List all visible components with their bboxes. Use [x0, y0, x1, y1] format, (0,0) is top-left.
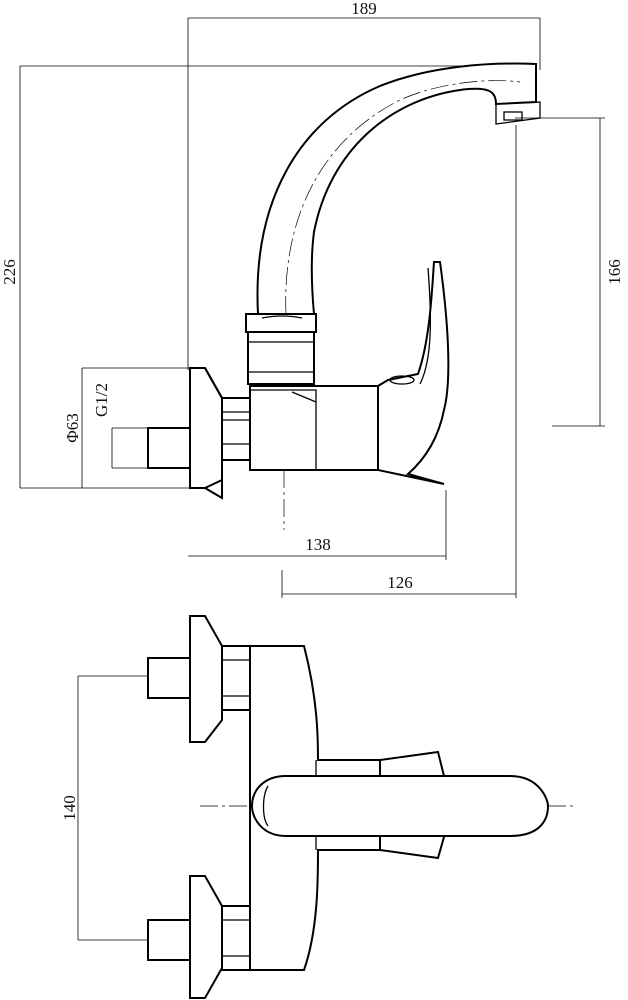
dimension-body-length: 138	[188, 490, 447, 560]
dim-label-226: 226	[0, 259, 19, 285]
top-lower-inlet	[147, 875, 251, 999]
dim-label-140: 140	[60, 795, 79, 821]
top-lever	[250, 775, 550, 837]
dimension-inlet-spacing: 140	[60, 675, 160, 941]
dim-label-g12: G1/2	[92, 383, 111, 417]
side-wall-flange	[189, 367, 223, 500]
side-spout	[256, 62, 541, 315]
side-lever-handle	[377, 261, 450, 485]
side-valve-body	[249, 385, 379, 530]
side-inlet-pipe	[147, 427, 193, 469]
dim-label-189: 189	[351, 0, 377, 18]
side-spout-collar	[245, 313, 317, 385]
dimension-flange-diameter: Φ63	[63, 367, 195, 488]
side-hex-nut	[221, 397, 251, 461]
dim-label-126: 126	[387, 573, 413, 592]
dimension-spout-reach: 126	[281, 125, 517, 598]
dimension-overall-height: 226	[0, 65, 535, 489]
dim-label-phi63: Φ63	[63, 413, 82, 442]
dimension-spout-height: 166	[515, 117, 624, 427]
dim-label-138: 138	[305, 535, 331, 554]
top-view: 140	[60, 615, 574, 999]
dimension-overall-width: 189	[187, 0, 541, 370]
top-upper-inlet	[147, 615, 251, 743]
dim-label-166: 166	[605, 259, 624, 285]
side-view: 189 226 166 Φ63 G1/2	[0, 0, 624, 598]
